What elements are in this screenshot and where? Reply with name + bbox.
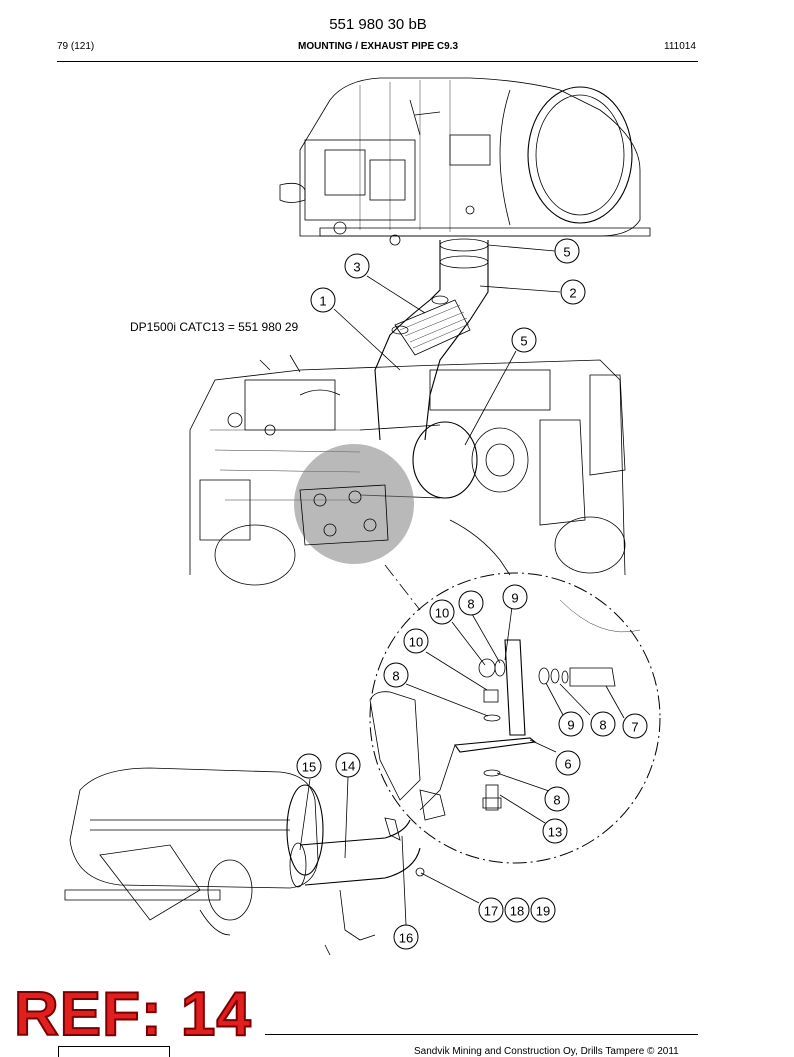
callout-number: 8 — [467, 597, 474, 612]
callout-17: 17 — [478, 897, 504, 923]
callout-circle — [590, 711, 616, 737]
callout-circle — [403, 628, 429, 654]
callout-number: 5 — [520, 334, 527, 349]
header-rule — [57, 61, 698, 62]
callout-8: 8 — [590, 711, 616, 737]
variant-note: DP1500i CATC13 = 551 980 29 — [130, 320, 299, 334]
callout-9: 9 — [558, 711, 584, 737]
callout-1: 1 — [310, 287, 336, 313]
callout-circle — [335, 752, 361, 778]
leader-lines — [299, 244, 625, 926]
callout-2: 2 — [560, 279, 586, 305]
date-code: 111014 — [664, 41, 696, 52]
lower-muffler-assembly — [64, 767, 425, 956]
detail-bracket — [369, 599, 641, 821]
callout-number: 10 — [409, 635, 423, 650]
callout-15: 15 — [296, 753, 322, 779]
callout-5: 5 — [511, 327, 537, 353]
footer-rule — [265, 1034, 698, 1035]
callout-8: 8 — [383, 662, 409, 688]
callout-13: 13 — [542, 818, 568, 844]
callout-circle — [544, 786, 570, 812]
callout-circle — [393, 924, 419, 950]
callout-circle — [296, 753, 322, 779]
callout-9: 9 — [502, 584, 528, 610]
callout-6: 6 — [555, 750, 581, 776]
callout-circle — [555, 750, 581, 776]
callout-circle — [504, 897, 530, 923]
callout-number: 6 — [564, 757, 571, 772]
section-title: MOUNTING / EXHAUST PIPE C9.3 — [297, 41, 459, 52]
upper-muffler-assembly — [279, 77, 651, 246]
callout-number: 9 — [567, 718, 574, 733]
callout-10: 10 — [403, 628, 429, 654]
callout-8: 8 — [458, 590, 484, 616]
callout-14: 14 — [335, 752, 361, 778]
callout-8: 8 — [544, 786, 570, 812]
callout-number: 18 — [510, 904, 524, 919]
callout-circle — [478, 897, 504, 923]
callout-number: 14 — [341, 759, 355, 774]
callout-circle — [558, 711, 584, 737]
callout-number: 1 — [319, 294, 326, 309]
callout-number: 7 — [631, 720, 638, 735]
callout-circle — [429, 599, 455, 625]
exhaust-pipe — [374, 238, 489, 441]
footer-copyright: Sandvik Mining and Construction Oy, Dril… — [414, 1046, 679, 1057]
page-reference: 79 (121) — [57, 41, 95, 52]
callout-number: 15 — [302, 760, 316, 775]
callout-number: 5 — [563, 245, 570, 260]
callout-number: 10 — [435, 606, 449, 621]
callout-number: 8 — [599, 718, 606, 733]
detail-view-boundary — [369, 572, 661, 864]
callout-number: 8 — [553, 793, 560, 808]
callout-16: 16 — [393, 924, 419, 950]
callout-circle — [502, 584, 528, 610]
callout-circle — [622, 713, 648, 739]
detail-highlight — [294, 444, 414, 564]
ref-stamp: REF: 14 — [13, 980, 252, 1049]
callout-number: 3 — [353, 260, 360, 275]
callout-10: 10 — [429, 599, 455, 625]
callout-number: 9 — [511, 591, 518, 606]
callout-number: 13 — [548, 825, 562, 840]
callout-circle — [458, 590, 484, 616]
callout-circle — [344, 253, 370, 279]
engine-block — [189, 354, 626, 586]
callout-number: 17 — [484, 904, 498, 919]
callout-circle — [530, 897, 556, 923]
callout-circle — [554, 238, 580, 264]
callout-number: 19 — [536, 904, 550, 919]
sandvik-logo — [58, 1046, 170, 1057]
callout-circle — [560, 279, 586, 305]
callout-circle — [542, 818, 568, 844]
callout-circle — [383, 662, 409, 688]
callout-19: 19 — [530, 897, 556, 923]
callout-circle — [310, 287, 336, 313]
callout-5: 5 — [554, 238, 580, 264]
callout-number: 16 — [399, 931, 413, 946]
document-number: 551 980 30 bB — [329, 16, 427, 33]
callout-number: 8 — [392, 669, 399, 684]
bracket-in-highlight — [299, 484, 389, 546]
callout-18: 18 — [504, 897, 530, 923]
callout-number: 2 — [569, 286, 576, 301]
callout-3: 3 — [344, 253, 370, 279]
callout-7: 7 — [622, 713, 648, 739]
callout-circle — [511, 327, 537, 353]
